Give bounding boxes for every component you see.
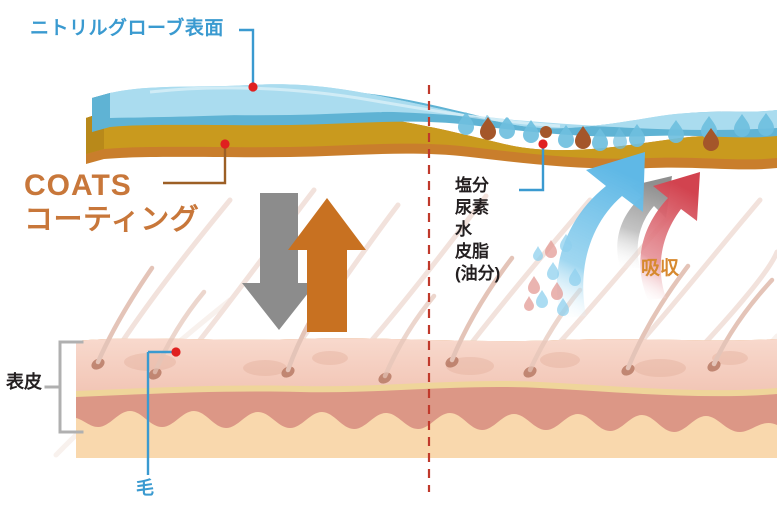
water-droplets <box>458 112 774 151</box>
glove-highlight <box>149 86 561 128</box>
exchange-arrows <box>242 193 366 332</box>
leader-dot-substances <box>538 139 548 149</box>
label-absorption: 吸収 <box>641 258 680 279</box>
leader-dot-hair <box>171 347 181 357</box>
sebum-droplets <box>480 117 719 151</box>
absorption-flow-arrows <box>556 152 700 318</box>
skin-cross-section <box>76 255 777 458</box>
glove-light-blue-fill <box>110 84 777 131</box>
label-hair: 毛 <box>136 478 154 498</box>
nitrile-glove-cross-section <box>86 84 777 170</box>
leader-substances <box>519 139 548 192</box>
leader-hair <box>146 347 181 475</box>
absorbed-droplet-group <box>458 112 774 151</box>
down-arrow-gray <box>242 193 316 330</box>
curved-arrow-red <box>640 172 700 300</box>
skin-mottling <box>124 351 748 377</box>
leader-glove-surface <box>239 28 258 92</box>
skin-epidermis-layer <box>76 338 777 391</box>
label-coating: コーティング <box>24 204 200 236</box>
epidermis-bracket <box>44 340 84 434</box>
label-substances: 塩分 尿素 水 皮脂 (油分) <box>455 176 501 284</box>
leader-coats <box>163 139 230 185</box>
floating-particles <box>524 234 581 316</box>
label-coats: COATS <box>24 169 132 202</box>
label-glove-surface: ニトリルグローブ表面 <box>30 18 224 39</box>
up-arrow-brown <box>288 198 366 332</box>
curved-arrow-gray <box>617 176 672 268</box>
leader-dot-glove-surface <box>248 82 258 92</box>
leader-dot-coats <box>220 139 230 149</box>
label-epidermis: 表皮 <box>6 372 42 392</box>
